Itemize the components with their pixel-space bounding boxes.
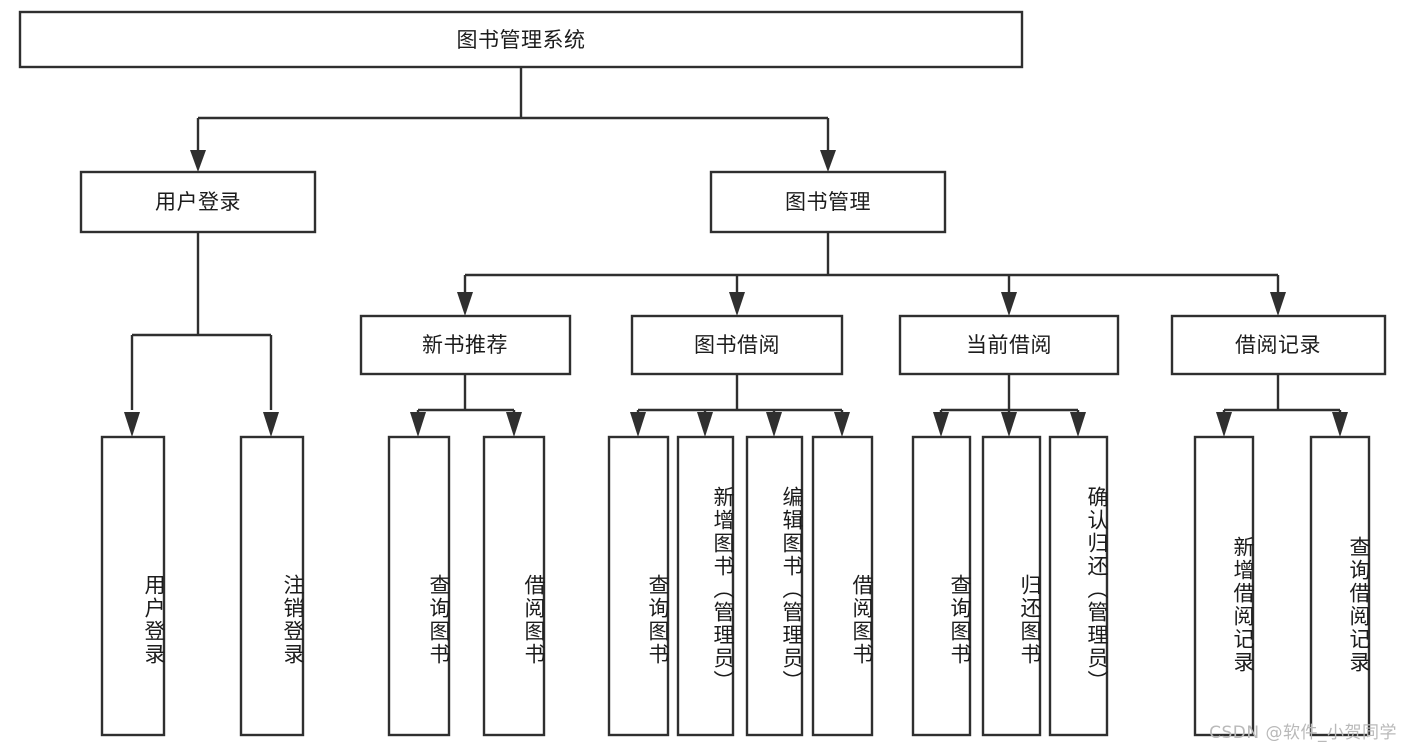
leaf-boxes-borrow-record	[1193, 435, 1371, 737]
node-leaf-box[interactable]	[1193, 435, 1255, 737]
arrow-head-icon	[1216, 412, 1232, 437]
node-leaf-box[interactable]	[811, 435, 874, 737]
node-book-borrow-label: 图书借阅	[694, 333, 780, 357]
node-book-management[interactable]: 图书管理	[709, 170, 947, 234]
arrow-head-icon	[506, 412, 522, 437]
node-current-borrow[interactable]: 当前借阅	[898, 314, 1120, 376]
node-book-borrow-box	[630, 314, 844, 376]
arrow-head-icon	[263, 412, 279, 437]
node-new-book-recommend[interactable]: 新书推荐	[359, 314, 572, 376]
node-leaf-box[interactable]	[607, 435, 670, 737]
connector-book-borrow-to-leaves	[630, 374, 850, 437]
connector-borrow-record-to-leaves	[1216, 374, 1348, 437]
node-new-book-recommend-box	[359, 314, 572, 376]
node-current-borrow-label: 当前借阅	[966, 333, 1052, 357]
node-user-login-box	[79, 170, 317, 234]
node-root-box	[18, 10, 1024, 69]
node-root-system[interactable]: 图书管理系统	[18, 10, 1024, 69]
arrow-head-icon	[630, 412, 646, 437]
node-leaf-box[interactable]	[676, 435, 735, 737]
arrow-head-icon	[834, 412, 850, 437]
leaf-boxes-book-borrow	[607, 435, 874, 737]
arrow-head-icon	[190, 150, 206, 172]
node-leaf-box[interactable]	[911, 435, 972, 737]
connector-root-to-level2	[190, 67, 836, 172]
leaf-boxes-user-login	[100, 435, 305, 737]
arrow-head-icon	[1332, 412, 1348, 437]
node-book-management-label: 图书管理	[785, 190, 871, 214]
arrow-head-icon	[697, 412, 713, 437]
arrow-head-icon	[124, 412, 140, 437]
node-book-management-box	[709, 170, 947, 234]
node-new-book-recommend-label: 新书推荐	[422, 333, 508, 357]
node-leaf-box[interactable]	[239, 435, 305, 737]
node-user-login-label: 用户登录	[155, 190, 241, 214]
node-leaf-box[interactable]	[981, 435, 1042, 737]
node-book-borrow[interactable]: 图书借阅	[630, 314, 844, 376]
node-borrow-record[interactable]: 借阅记录	[1170, 314, 1387, 376]
node-leaf-box[interactable]	[1048, 435, 1109, 737]
arrow-head-icon	[766, 412, 782, 437]
connector-new-book-recommend-to-leaves	[410, 374, 522, 437]
node-leaf-box[interactable]	[387, 435, 451, 737]
node-leaf-box[interactable]	[745, 435, 804, 737]
node-current-borrow-box	[898, 314, 1120, 376]
watermark-text: CSDN @软件_小贺同学	[1209, 723, 1397, 743]
node-user-login[interactable]: 用户登录	[79, 170, 317, 234]
leaf-boxes-current-borrow	[911, 435, 1109, 737]
arrow-head-icon	[457, 292, 473, 316]
node-borrow-record-label: 借阅记录	[1235, 333, 1321, 357]
arrow-head-icon	[1070, 412, 1086, 437]
arrow-head-icon	[933, 412, 949, 437]
connector-book-management-to-level3	[457, 232, 1286, 316]
arrow-head-icon	[1001, 292, 1017, 316]
leaf-boxes-new-book-recommend	[387, 435, 546, 737]
node-leaf-box[interactable]	[482, 435, 546, 737]
arrow-head-icon	[1270, 292, 1286, 316]
arrow-head-icon	[820, 150, 836, 172]
node-root-label: 图书管理系统	[457, 28, 586, 52]
node-borrow-record-box	[1170, 314, 1387, 376]
connector-user-login-to-leaves	[124, 232, 279, 437]
connector-current-borrow-to-leaves	[933, 374, 1086, 437]
arrow-head-icon	[410, 412, 426, 437]
arrow-head-icon	[729, 292, 745, 316]
arrow-head-icon	[1001, 412, 1017, 437]
node-leaf-box[interactable]	[1309, 435, 1371, 737]
node-leaf-box[interactable]	[100, 435, 166, 737]
